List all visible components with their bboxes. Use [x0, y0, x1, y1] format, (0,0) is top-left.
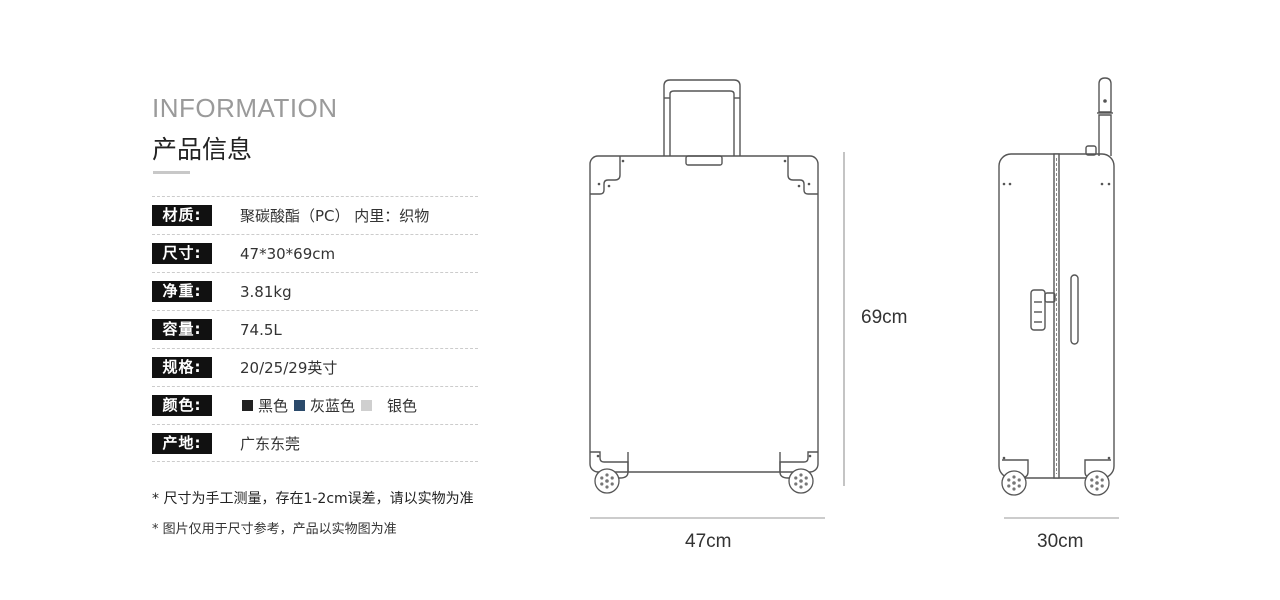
spec-value-weight: 3.81kg: [240, 282, 292, 301]
spec-label-sizes: 规格:: [152, 357, 212, 378]
heading-chinese: 产品信息: [152, 135, 253, 164]
spec-label-capacity: 容量:: [152, 319, 212, 340]
suitcase-front-view: [589, 79, 819, 479]
height-dimension-label: 69cm: [861, 307, 908, 328]
wheel-icon: [594, 468, 620, 494]
spec-value-origin: 广东东莞: [240, 434, 301, 453]
note-reference: * 图片仅用于尺寸参考，产品以实物图为准: [152, 522, 397, 537]
spec-row-capacity: 容量: 74.5L: [152, 310, 478, 348]
spec-row-weight: 净重: 3.81kg: [152, 272, 478, 310]
spec-row-material: 材质: 聚碳酸酯（PC） 内里：织物: [152, 196, 478, 234]
spec-label-origin: 产地:: [152, 432, 212, 454]
spec-row-sizes: 规格: 20/25/29英寸: [152, 348, 478, 386]
spec-row-size: 尺寸: 47*30*69cm: [152, 234, 478, 272]
color-name-silver: 银色: [387, 397, 418, 415]
heading-english: INFORMATION: [152, 93, 338, 123]
notes: * 尺寸为手工测量，存在1-2cm误差，请以实物为准 * 图片仅用于尺寸参考，产…: [152, 488, 474, 537]
suitcase-side-view: [998, 77, 1115, 479]
spec-value-color: 黑色 灰蓝色 银色: [240, 395, 421, 416]
width-dimension-label: 47cm: [685, 531, 732, 552]
note-measurement: * 尺寸为手工测量，存在1-2cm误差，请以实物为准: [152, 491, 474, 507]
spec-label-size: 尺寸:: [152, 243, 212, 264]
color-swatch-silver: [361, 400, 373, 411]
spec-row-origin: 产地: 广东东莞: [152, 424, 478, 462]
spec-label-color: 颜色:: [152, 395, 212, 416]
spec-value-material: 聚碳酸酯（PC） 内里：织物: [240, 207, 430, 225]
spec-value-sizes: 20/25/29英寸: [240, 359, 338, 377]
color-swatch-black: [242, 400, 253, 411]
spec-label-material: 材质:: [152, 205, 212, 226]
wheel-icon: [1001, 470, 1027, 496]
color-swatch-grey-blue: [294, 400, 306, 411]
color-name-grey-blue: 灰蓝色: [310, 397, 356, 415]
depth-dimension-label: 30cm: [1037, 531, 1084, 552]
spec-label-weight: 净重:: [152, 281, 212, 302]
spec-value-size: 47*30*69cm: [240, 244, 336, 263]
color-name-black: 黑色: [258, 397, 289, 415]
heading-divider: [153, 171, 190, 174]
spec-value-capacity: 74.5L: [240, 320, 282, 339]
spec-row-color: 颜色: 黑色 灰蓝色 银色: [152, 386, 478, 424]
spec-table: 材质: 聚碳酸酯（PC） 内里：织物 尺寸: 47*30*69cm 净重: 3.…: [152, 196, 478, 462]
wheel-icon: [1084, 470, 1110, 496]
wheel-icon: [788, 468, 814, 494]
